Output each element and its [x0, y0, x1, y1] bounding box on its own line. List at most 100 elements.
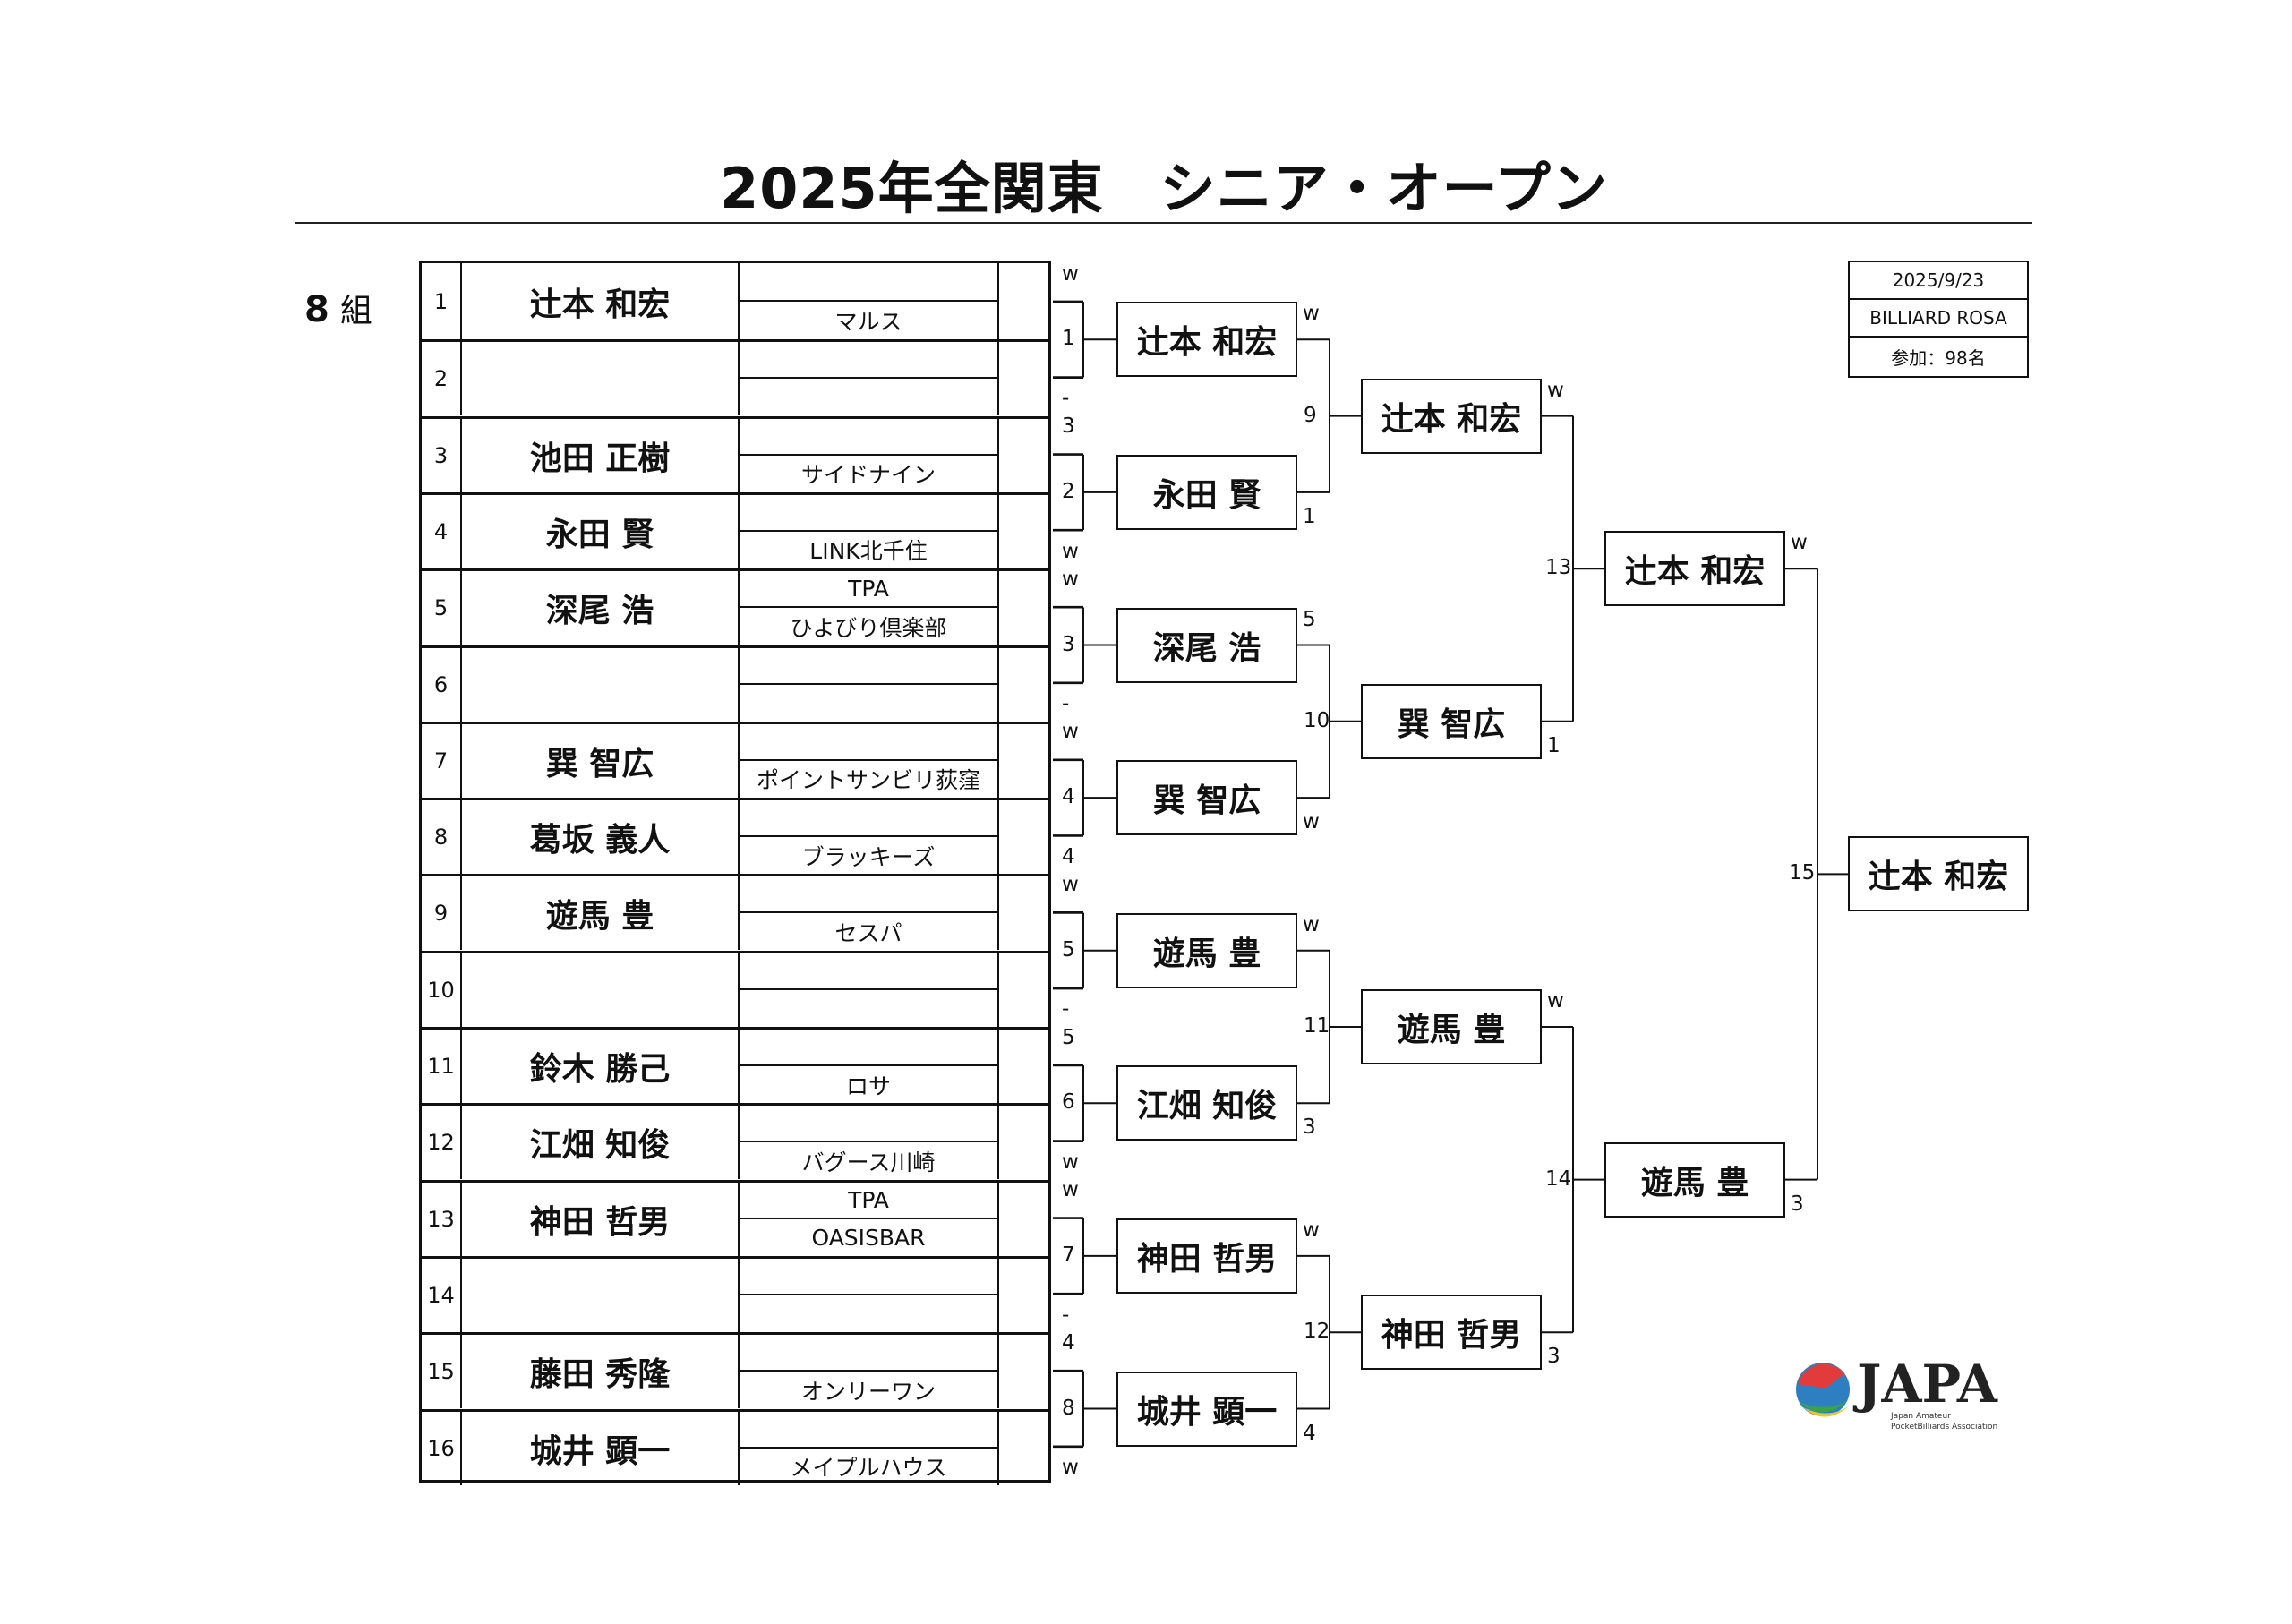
match-number: 14 [1545, 1167, 1572, 1191]
entry-club-line-1 [740, 419, 997, 456]
match-score-bottom: - [1062, 997, 1070, 1021]
entry-seed: 2 [422, 342, 462, 416]
match-score-top: 3 [1062, 415, 1075, 439]
entry-row: 10 [422, 950, 1048, 1027]
round2-winner-box: 神田 哲男 [1361, 1295, 1542, 1371]
entry-club [740, 1258, 999, 1332]
match-score-bottom: w [1303, 810, 1320, 834]
logo-wordmark: JAPA [1852, 1354, 1998, 1415]
event-date: 2025/9/23 [1850, 262, 2027, 300]
page-title: 2025年全関東 シニア・オープン [720, 156, 1608, 221]
match-number: 10 [1304, 708, 1330, 732]
entry-player-name [462, 953, 740, 1027]
match-score-top: w [1303, 912, 1320, 936]
entry-club: サイドナイン [740, 418, 999, 492]
entry-player-name: 神田 哲男 [462, 1182, 740, 1256]
round3-winner-box: 遊馬 豊 [1604, 1141, 1785, 1218]
entry-club-line-1 [740, 263, 997, 302]
entry-club-line-1 [740, 495, 997, 532]
match-number: 3 [1062, 632, 1075, 656]
match-score-bottom: 1 [1303, 504, 1316, 528]
match-number: 4 [1062, 785, 1075, 809]
entry-player-name [462, 647, 740, 722]
entry-club-line-1 [740, 1412, 997, 1449]
entry-player-name: 遊馬 豊 [462, 876, 740, 951]
match-score-top: w [1303, 1218, 1320, 1242]
entry-club-line-1 [740, 648, 997, 685]
entry-club [740, 342, 999, 416]
match-number: 5 [1062, 937, 1075, 962]
round1-winner-box: 巽 智広 [1116, 760, 1297, 836]
match-score-top: 5 [1062, 1025, 1075, 1049]
japa-logo-icon: JAPA Japan Amateur PocketBilliards Assoc… [1796, 1354, 1998, 1432]
match-score-bottom: - [1062, 386, 1070, 410]
entry-club-line-1 [740, 1106, 997, 1143]
japa-logo: JAPA Japan Amateur PocketBilliards Assoc… [1791, 1350, 2023, 1436]
entry-club: オンリーワン [740, 1335, 999, 1409]
entry-club: ポイントサンビリ荻窪 [740, 723, 999, 798]
entry-club-line-2: セスパ [834, 919, 902, 946]
match-number: 12 [1304, 1320, 1330, 1344]
entry-club-line-2: バグース川崎 [801, 1149, 936, 1175]
entry-seed: 16 [422, 1411, 462, 1485]
entry-club [740, 953, 999, 1027]
round2-winner-box: 巽 智広 [1361, 683, 1542, 759]
match-score-top: 5 [1303, 607, 1316, 631]
entry-club-line-2: ブラッキーズ [801, 843, 936, 870]
entry-seed: 11 [422, 1030, 462, 1103]
match-score-top: w [1303, 302, 1320, 326]
round3-winner-box: 辻本 和宏 [1604, 531, 1785, 607]
entry-club-line-2: メイプルハウス [790, 1455, 947, 1481]
entry-seed: 7 [422, 723, 462, 798]
entry-club-line-2: ひよびり倶楽部 [790, 614, 947, 641]
match-number: 11 [1304, 1014, 1330, 1038]
match-score-bottom: - [1062, 692, 1070, 716]
entry-club-line-2: ポイントサンビリ荻窪 [756, 767, 980, 794]
match-score-bottom: 3 [1547, 1345, 1561, 1369]
entry-seed: 12 [422, 1106, 462, 1180]
entry-seed: 14 [422, 1258, 462, 1332]
entry-club-line-2: マルス [834, 308, 902, 335]
title-divider [295, 222, 2032, 224]
entry-player-name: 池田 正樹 [462, 418, 740, 492]
entry-seed: 4 [422, 494, 462, 568]
entry-seed: 3 [422, 418, 462, 492]
round1-winner-box: 城井 顕一 [1116, 1371, 1297, 1447]
match-score-top: w [1062, 261, 1079, 286]
entry-player-name: 巽 智広 [462, 723, 740, 798]
match-number: 8 [1062, 1396, 1075, 1420]
entry-club-line-2: ロサ [845, 1073, 891, 1099]
entry-club: セスパ [740, 876, 999, 951]
round4-winner-box: 辻本 和宏 [1848, 836, 2029, 912]
entry-seed: 10 [422, 953, 462, 1027]
entry-club-line-2: サイドナイン [800, 462, 936, 489]
match-number: 6 [1062, 1090, 1075, 1115]
entry-row: 2 [422, 339, 1048, 416]
group-suffix: 組 [339, 293, 372, 329]
match-number: 15 [1789, 861, 1816, 885]
match-score-bottom: - [1062, 1303, 1070, 1327]
entry-club-line-2: オンリーワン [800, 1378, 936, 1405]
match-number: 9 [1304, 403, 1317, 427]
entry-club: バグース川崎 [740, 1106, 999, 1180]
match-score-bottom: w [1062, 1150, 1079, 1174]
round1-winner-box: 辻本 和宏 [1116, 302, 1297, 378]
logo-tagline-2: PocketBilliards Association [1891, 1423, 1997, 1432]
entry-seed: 6 [422, 647, 462, 722]
entry-club-line-1 [740, 1335, 997, 1372]
entry-seed: 8 [422, 800, 462, 875]
entry-club: ブラッキーズ [740, 800, 999, 875]
match-score-bottom: 1 [1547, 733, 1561, 757]
entry-club-line-1 [740, 1259, 997, 1295]
match-score-top: w [1062, 1178, 1079, 1202]
event-info-box: 2025/9/23 BILLIARD ROSA 参加：98名 [1848, 261, 2029, 378]
